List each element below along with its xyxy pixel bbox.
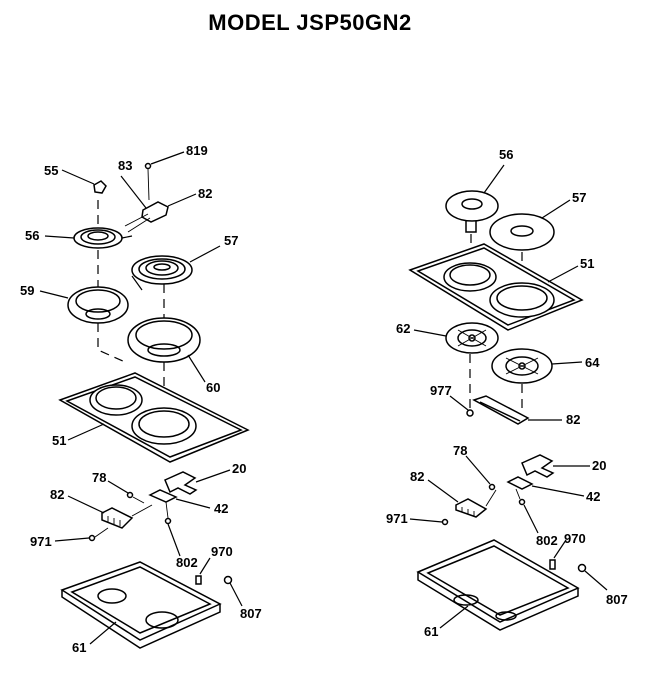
left-label-42: 42 [214,501,228,516]
left-label-82: 82 [50,487,64,502]
left-part-802-screw [164,501,181,557]
left-label-56: 56 [25,228,39,243]
left-part-55-clip [61,169,107,194]
right-part-51-cooktop [408,243,584,331]
left-label-971: 971 [30,534,52,549]
right-label-78: 78 [453,443,467,458]
left-label-807: 807 [240,606,262,621]
left-label-51: 51 [52,433,66,448]
right-part-971-screw [409,518,449,526]
left-label-61: 61 [72,640,86,655]
left-label-78: 78 [92,470,106,485]
left-part-819-screw [144,151,185,201]
right-part-802-screw [515,488,539,534]
left-label-970: 970 [211,544,233,559]
left-part-78-screw [107,480,145,504]
left-label-802: 802 [176,555,198,570]
right-part-61-tray [416,539,580,631]
right-label-64: 64 [585,355,600,370]
left-part-82-lower-block [67,495,153,529]
left-part-59-drip-pan [39,250,129,324]
left-part-42-block [148,489,211,509]
right-label-82-top: 82 [566,412,580,427]
right-part-82-bar [472,395,562,425]
right-label-57: 57 [572,190,586,205]
right-part-78-screw [465,455,496,491]
right-label-82: 82 [410,469,424,484]
right-part-20-bracket [521,454,590,478]
left-assembly: 55 83 819 82 56 57 59 60 51 20 78 42 82 … [20,143,262,655]
left-part-51-cooktop [58,372,250,463]
left-label-819: 819 [186,143,208,158]
left-part-61-tray [60,561,222,649]
right-label-977: 977 [430,383,452,398]
right-part-970-clip [549,539,567,570]
right-assembly: 56 57 51 62 64 977 82 78 20 82 42 971 80… [386,147,628,639]
right-label-807: 807 [606,592,628,607]
left-part-971-screw [54,527,109,542]
right-label-802: 802 [536,533,558,548]
right-label-51: 51 [580,256,594,271]
right-part-64-support [491,348,583,414]
left-label-83: 83 [118,158,132,173]
left-label-60: 60 [206,380,220,395]
right-label-62: 62 [396,321,410,336]
left-part-56-small-coil [44,200,133,249]
left-part-807-screw [223,575,243,607]
left-label-82-top: 82 [198,186,212,201]
left-part-20-bracket [164,469,231,495]
right-label-56: 56 [499,147,513,162]
left-label-55: 55 [44,163,58,178]
right-part-57-solid-element [489,199,571,286]
right-label-42: 42 [586,489,600,504]
diagram-title: MODEL JSP50GN2 [208,10,412,35]
left-part-60-drip-pan-large [127,284,206,383]
right-part-82-lower-block [427,479,497,518]
right-part-42-block [506,476,585,497]
right-label-970: 970 [564,531,586,546]
left-part-82-terminal-block [120,175,197,233]
right-label-971: 971 [386,511,408,526]
right-part-62-support [413,322,499,410]
right-label-61: 61 [424,624,438,639]
left-part-970-clip [195,557,211,585]
left-part-57-large-coil [131,245,221,291]
left-label-20: 20 [232,461,246,476]
left-label-57: 57 [224,233,238,248]
right-part-977-screw [449,395,474,417]
left-label-59: 59 [20,283,34,298]
right-part-807-screw [577,563,608,591]
right-label-20: 20 [592,458,606,473]
